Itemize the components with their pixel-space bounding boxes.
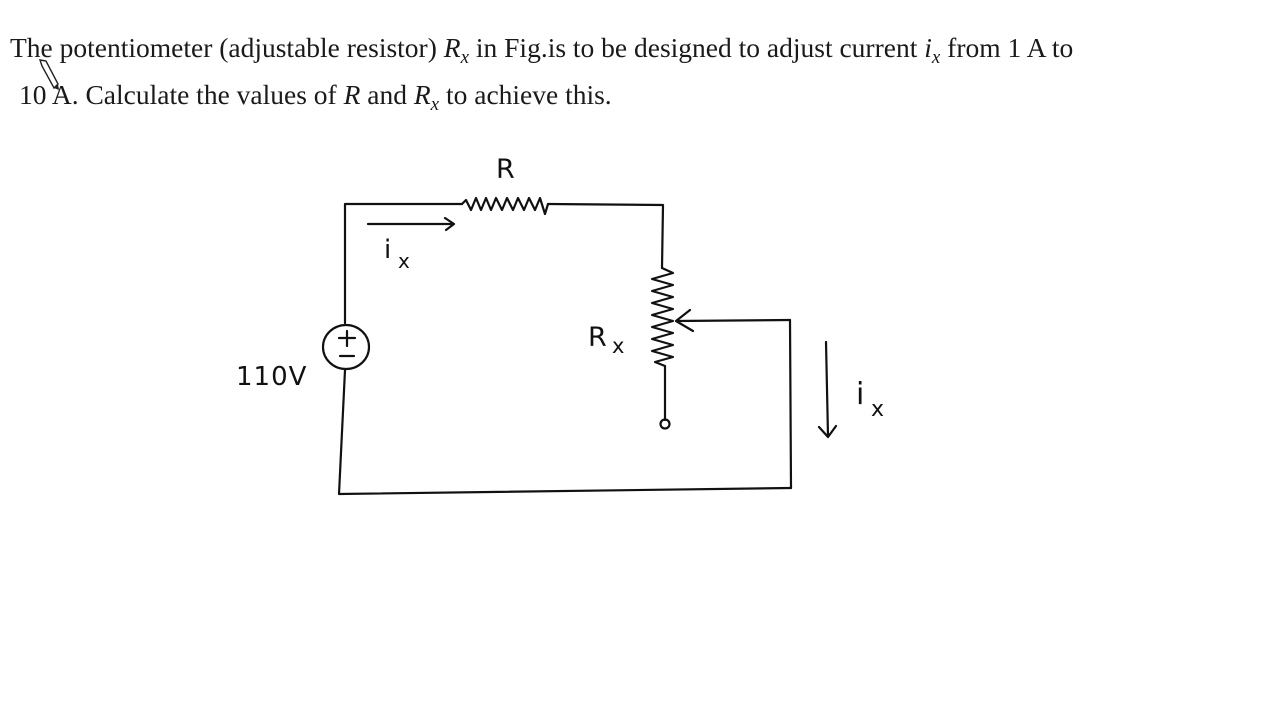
label-ix2-main: i [856, 377, 864, 412]
wire-top-right [546, 202, 665, 270]
label-rx-sub: x [612, 334, 624, 358]
label-r: R [496, 154, 515, 185]
var-i: i [924, 32, 932, 63]
text: from 1 A to [940, 32, 1074, 63]
label-ix-sub: x [398, 249, 410, 273]
voltage-source [321, 323, 371, 371]
subscript-x: x [460, 47, 469, 68]
text: The potentiometer (adjustable resistor) [10, 32, 444, 63]
label-ix2-sub: x [871, 397, 884, 422]
current-arrow-top [366, 216, 456, 232]
source-plus [337, 329, 357, 348]
var-r: R [343, 79, 361, 110]
text: in Fig.is to be designed to adjust curre… [469, 32, 925, 63]
subscript-x: x [931, 47, 941, 68]
current-arrow-right [817, 340, 838, 439]
label-110v: 110V [236, 362, 307, 392]
text: and [360, 79, 414, 110]
problem-line-2: 10 A. Calculate the values of R and Rx t… [10, 71, 1280, 118]
subscript-x: x [430, 94, 440, 115]
label-ix-main: i [384, 235, 391, 265]
text: to achieve this. [439, 79, 612, 110]
wire-left-top [343, 202, 464, 325]
var-r: R [443, 32, 461, 63]
var-r: R [413, 79, 431, 110]
resistor-r [460, 196, 550, 216]
pot-wiper [674, 308, 792, 333]
label-rx-main: R [588, 322, 607, 353]
text: 10 A. Calculate the values of [19, 79, 344, 110]
wire-right [788, 318, 793, 490]
pot-terminal [659, 418, 671, 430]
pen-cursor-icon [38, 59, 59, 90]
potentiometer-rx [650, 266, 675, 368]
wire-bottom [337, 368, 793, 496]
problem-line-1: The potentiometer (adjustable resistor) … [10, 24, 1280, 71]
problem-statement: The potentiometer (adjustable resistor) … [10, 24, 1280, 118]
